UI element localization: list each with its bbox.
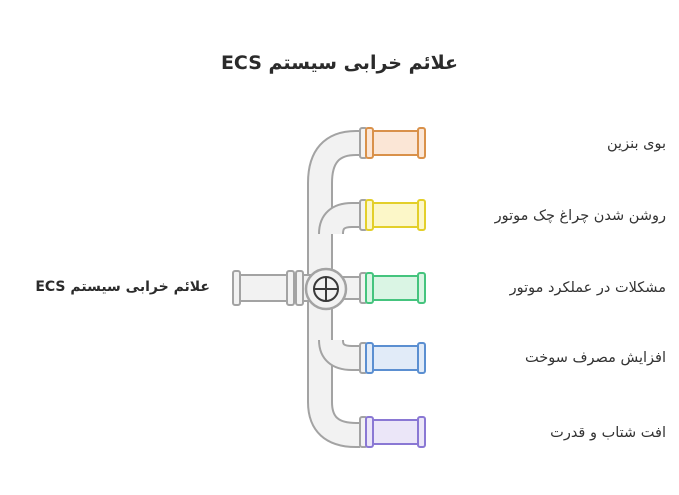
item-label-gasoline-smell: بوی بنزین [607,136,666,152]
item-label-engine-performance: مشکلات در عملکرد موتور [509,280,666,296]
outlet-pipe-engine-performance [359,272,426,304]
outlet-pipe-acceleration-loss [359,416,426,448]
item-label-acceleration-loss: افت شتاب و قدرت [550,425,666,441]
root-label: علائم خرابی سیستم ECS [35,279,210,295]
outlet-pipe-check-engine-light [359,199,426,231]
item-label-check-engine-light: روشن شدن چراغ چک موتور [494,208,666,224]
branch-pipes [318,202,362,371]
diagram-title: علائم خرابی سیستم ECS [220,52,459,74]
item-label-fuel-consumption: افزایش مصرف سوخت [525,350,666,366]
outlet-pipe-fuel-consumption [359,342,426,374]
outlet-pipe-gasoline-smell [359,127,426,159]
valve-icon [304,267,348,311]
input-pipe [232,270,315,306]
manifold-pipe [309,132,360,446]
